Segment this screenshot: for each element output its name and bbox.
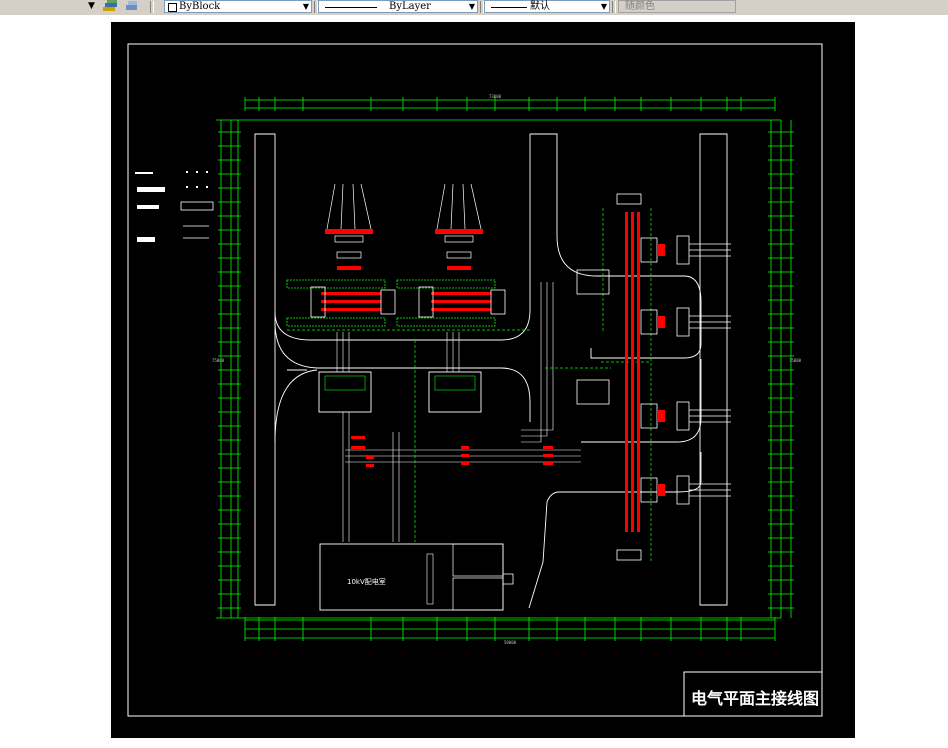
right-busbar — [616, 193, 642, 561]
fan-busbar — [435, 229, 483, 234]
feeder-motor — [676, 401, 690, 431]
linetype-control-combo[interactable]: ByLayer ▼ — [318, 0, 478, 13]
fan-cap — [336, 251, 362, 259]
toolbar-separator — [150, 1, 154, 13]
layer-dropdown-arrow-icon[interactable]: ▼ — [88, 1, 95, 11]
properties-toolbar: ▼ ByBlock ▼ ByLayer ▼ 默认 ▼ 随颜色 — [0, 0, 948, 16]
fan-cap — [444, 235, 474, 243]
plotstyle-combo-value: 随颜色 — [625, 1, 655, 12]
linetype-combo-value: ByLayer — [389, 1, 431, 12]
chevron-down-icon: ▼ — [600, 2, 607, 11]
chevron-down-icon: ▼ — [302, 2, 309, 11]
layer-previous-icon[interactable] — [124, 0, 140, 13]
transformer-fans — [325, 183, 483, 270]
left-height-dimension: 75000 — [212, 358, 225, 363]
fan-marker — [447, 266, 471, 270]
fan-lines — [436, 183, 482, 230]
chevron-down-icon: ▼ — [468, 2, 475, 11]
feeder-cabinet — [640, 237, 658, 263]
fan-busbar — [325, 229, 373, 234]
lineweight-control-combo[interactable]: 默认 ▼ — [484, 0, 610, 13]
drawing-canvas[interactable]: 电气平面主接线图 73000 50000 75000 75000 — [111, 22, 855, 738]
plotstyle-control-combo: 随颜色 — [618, 0, 736, 13]
feeder-breaker — [657, 410, 665, 422]
bottom-overall-dimension: 50000 — [504, 640, 517, 645]
red-cable-markers — [351, 436, 553, 467]
top-overall-dimension: 73000 — [489, 94, 502, 99]
legend — [135, 171, 214, 242]
toolbar-separator — [612, 1, 616, 13]
fan-lines — [326, 183, 372, 230]
feeder-cabinet — [640, 477, 658, 503]
road-outlines — [254, 133, 728, 609]
toolbar-separator — [480, 1, 484, 13]
color-control-combo[interactable]: ByBlock ▼ — [164, 0, 312, 13]
switch-cabinet — [576, 269, 610, 295]
feeder-motor — [676, 307, 690, 337]
color-combo-value: ByBlock — [179, 1, 221, 12]
switchgear-bus-a — [286, 279, 506, 327]
feeder-breaker — [657, 316, 665, 328]
drawing-frame — [127, 43, 823, 717]
feeder-cabinet — [640, 403, 658, 429]
substation: 10kV配电室 — [319, 543, 514, 611]
transformer-boxes — [318, 371, 482, 413]
title-block — [683, 671, 823, 717]
feeder-paths — [287, 208, 652, 562]
right-height-dimension: 75000 — [789, 358, 802, 363]
lineweight-combo-value: 默认 — [530, 1, 550, 12]
lineweight-sample — [491, 7, 527, 8]
feeder-motor — [676, 475, 690, 505]
fan-cap — [334, 235, 364, 243]
feeder-motor — [676, 235, 690, 265]
dimension-lines — [216, 99, 792, 639]
feeder-cabinet — [640, 309, 658, 335]
layer-stack-icon[interactable] — [101, 0, 119, 13]
substation-label: 10kV配电室 — [347, 577, 386, 586]
right-feeders — [576, 235, 731, 505]
feeder-breaker — [657, 244, 665, 256]
feeder-breaker — [657, 484, 665, 496]
toolbar-separator — [314, 1, 318, 13]
drawing-title: 电气平面主接线图 — [691, 689, 819, 708]
linetype-sample — [325, 7, 377, 8]
fan-marker — [337, 266, 361, 270]
fan-cap — [446, 251, 472, 259]
dimension-ticks — [218, 97, 794, 641]
color-swatch — [168, 3, 177, 12]
switch-cabinet — [576, 379, 610, 405]
